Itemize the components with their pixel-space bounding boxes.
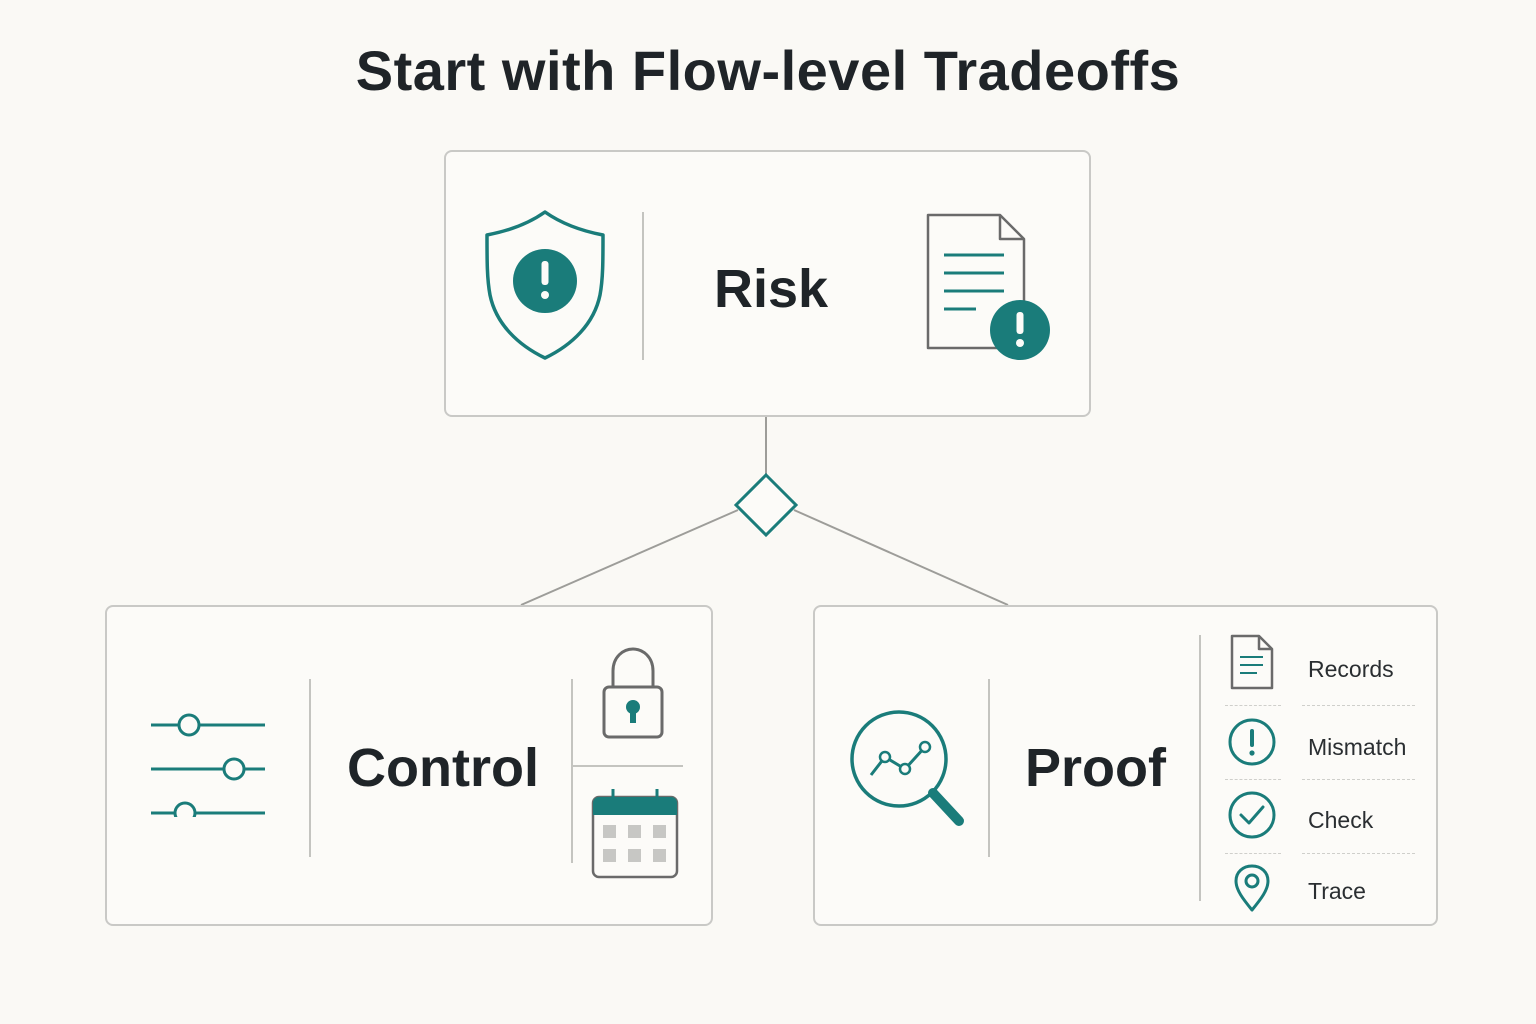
proof-item-separator	[1225, 853, 1281, 854]
connector-node-to-control	[520, 509, 739, 606]
proof-item-separator	[1225, 779, 1281, 780]
control-side-hdivider	[573, 765, 683, 767]
proof-label: Proof	[1025, 738, 1166, 798]
proof-item-separator	[1302, 705, 1415, 706]
proof-item-records: Records	[1308, 656, 1394, 682]
shield-alert-icon	[484, 209, 606, 361]
proof-item-trace: Trace	[1308, 878, 1366, 904]
document-alert-icon	[924, 212, 1056, 364]
location-pin-icon	[1233, 863, 1271, 913]
analytics-search-icon	[849, 707, 969, 833]
control-side-divider	[571, 679, 573, 863]
proof-item-mismatch: Mismatch	[1308, 734, 1407, 760]
page-title: Start with Flow-level Tradeoffs	[355, 39, 1181, 102]
proof-item-separator	[1302, 853, 1415, 854]
alert-circle-icon	[1227, 717, 1277, 767]
proof-item-separator	[1302, 779, 1415, 780]
check-circle-icon	[1227, 790, 1277, 840]
risk-divider	[642, 212, 644, 360]
document-icon	[1229, 633, 1275, 691]
control-card: Control	[105, 605, 713, 926]
control-label: Control	[347, 738, 539, 798]
risk-card: Risk	[444, 150, 1091, 417]
proof-card: Proof Records Mismatch Check	[813, 605, 1438, 926]
risk-label: Risk	[714, 259, 829, 319]
lock-icon	[601, 645, 665, 741]
control-divider	[309, 679, 311, 857]
decision-diamond-icon	[733, 472, 799, 538]
proof-list-divider	[1199, 635, 1201, 901]
proof-item-check: Check	[1308, 807, 1374, 833]
proof-item-separator	[1225, 705, 1281, 706]
calendar-icon	[591, 787, 679, 881]
sliders-icon	[149, 711, 267, 817]
proof-divider	[988, 679, 990, 857]
connector-node-to-proof	[793, 509, 1009, 606]
